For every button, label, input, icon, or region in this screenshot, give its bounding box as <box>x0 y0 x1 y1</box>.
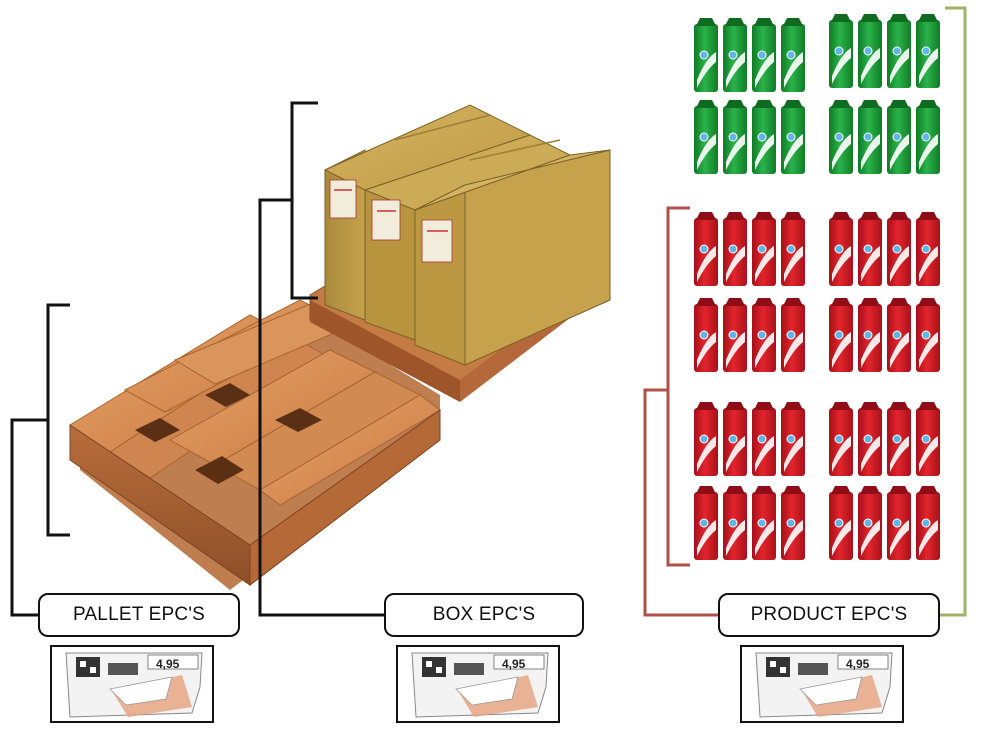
green-can-icon <box>916 14 940 88</box>
red-can-icon <box>694 402 718 476</box>
red-can-icon <box>723 212 747 286</box>
red-can-icon <box>829 486 853 560</box>
green-can-icon <box>723 100 747 174</box>
red-can-icon <box>916 212 940 286</box>
red-can-icon <box>752 298 776 372</box>
red-can-icon <box>781 486 805 560</box>
red-can-icon <box>916 402 940 476</box>
red-can-icon <box>858 298 882 372</box>
tag-price: 4,95 <box>156 657 180 671</box>
rfid-tag-icon <box>755 652 893 718</box>
red-can-icon <box>781 298 805 372</box>
green-product-bracket <box>940 6 967 617</box>
green-can-icon <box>858 14 882 88</box>
pallet-image <box>69 299 441 590</box>
red-can-icon <box>829 402 853 476</box>
tag-price: 4,95 <box>502 657 526 671</box>
product-cans <box>694 14 940 560</box>
box-epc-label: BOX EPC'S <box>384 593 584 637</box>
red-can-icon <box>694 298 718 372</box>
red-can-icon <box>829 212 853 286</box>
green-can-icon <box>781 18 805 92</box>
red-product-bracket <box>643 206 718 617</box>
green-can-icon <box>829 100 853 174</box>
red-can-icon <box>781 212 805 286</box>
red-can-icon <box>752 402 776 476</box>
box-bracket <box>258 101 385 617</box>
green-can-icon <box>752 18 776 92</box>
red-can-icon <box>887 486 911 560</box>
green-can-icon <box>916 100 940 174</box>
rfid-tag-icon <box>65 652 203 718</box>
red-can-icon <box>694 486 718 560</box>
red-can-icon <box>887 212 911 286</box>
green-can-icon <box>694 100 718 174</box>
red-can-icon <box>887 298 911 372</box>
product-rfid-tag: 4,95 <box>740 645 904 723</box>
red-can-icon <box>694 212 718 286</box>
boxes-on-pallet-image <box>309 104 611 402</box>
red-can-icon <box>752 212 776 286</box>
green-can-icon <box>752 100 776 174</box>
green-can-icon <box>887 14 911 88</box>
pallet-rfid-tag: 4,95 <box>50 645 214 723</box>
red-can-icon <box>887 402 911 476</box>
tag-price: 4,95 <box>846 657 870 671</box>
red-can-icon <box>916 486 940 560</box>
red-can-icon <box>858 486 882 560</box>
red-can-icon <box>829 298 853 372</box>
pallet-bracket <box>10 303 70 617</box>
red-can-icon <box>723 402 747 476</box>
green-can-icon <box>781 100 805 174</box>
green-can-icon <box>858 100 882 174</box>
red-can-icon <box>858 402 882 476</box>
pallet-epc-label: PALLET EPC'S <box>38 593 240 637</box>
product-epc-label: PRODUCT EPC'S <box>718 593 940 637</box>
red-can-icon <box>723 298 747 372</box>
red-can-icon <box>858 212 882 286</box>
box-rfid-tag: 4,95 <box>396 645 560 723</box>
red-can-icon <box>781 402 805 476</box>
green-can-icon <box>829 14 853 88</box>
rfid-tag-icon <box>411 652 549 718</box>
red-can-icon <box>752 486 776 560</box>
green-can-icon <box>887 100 911 174</box>
red-can-icon <box>723 486 747 560</box>
red-can-icon <box>916 298 940 372</box>
green-can-icon <box>694 18 718 92</box>
green-can-icon <box>723 18 747 92</box>
